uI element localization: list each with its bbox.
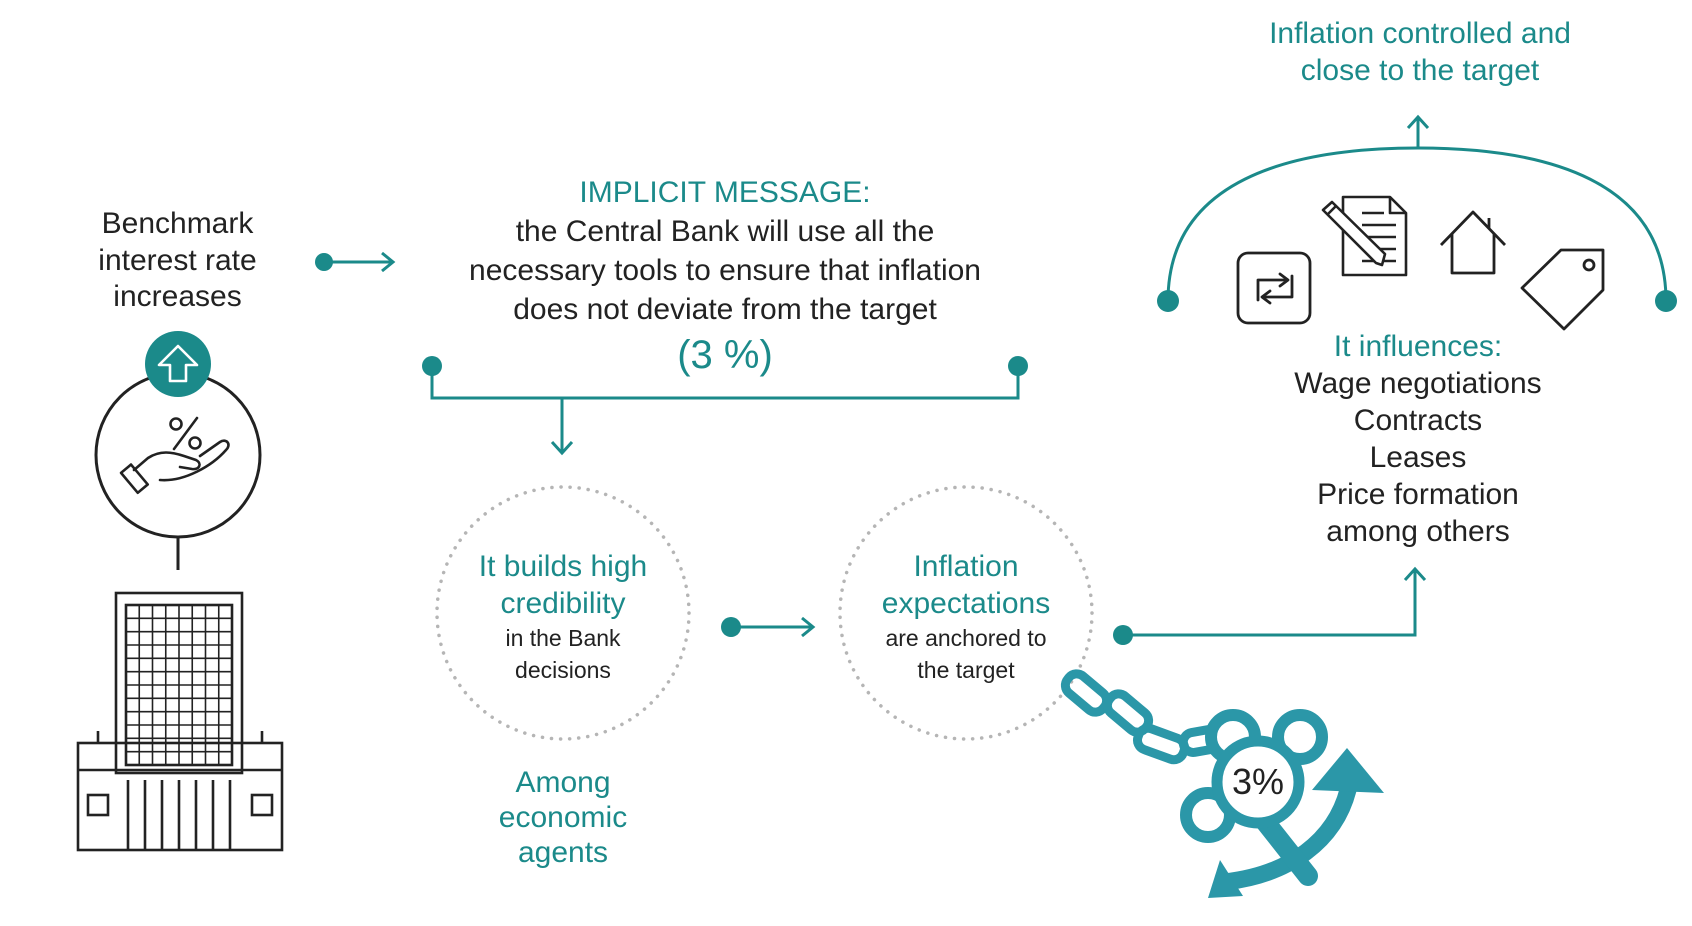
percent-hand-icon xyxy=(119,416,230,495)
implicit-message-line-3: does not deviate from the target xyxy=(513,293,937,326)
influence-item: Wage negotiations xyxy=(1294,367,1542,400)
influence-item: Contracts xyxy=(1353,404,1483,437)
agents-line-1: Among xyxy=(515,766,611,799)
arrow-up-badge xyxy=(145,331,211,397)
chain-icon xyxy=(1060,669,1236,765)
influence-item: Leases xyxy=(1369,441,1467,474)
outcome-line-1: Inflation controlled and xyxy=(1269,17,1571,50)
outcome-label: Inflation controlled and close to the ta… xyxy=(1220,15,1620,89)
influence-item: among others xyxy=(1326,515,1510,548)
bank-building-icon xyxy=(76,591,284,852)
connector-expectations-to-influences xyxy=(1113,566,1427,645)
connector-credibility-to-expectations xyxy=(721,616,816,638)
benchmark-label: Benchmark interest rate increases xyxy=(60,206,295,316)
expectations-line-2: expectations xyxy=(881,586,1051,620)
outcome-line-2: close to the target xyxy=(1300,54,1540,87)
influences-heading: It influences: xyxy=(1333,330,1503,363)
connector-benchmark-to-message xyxy=(315,251,396,273)
dotted-circle-expectations xyxy=(838,485,1094,741)
implicit-message-line-1: the Central Bank will use all the xyxy=(515,215,935,248)
interest-rate-icon-group xyxy=(94,331,262,570)
agents-line-2: economic xyxy=(498,801,628,834)
inflation-target-value: (3 %) xyxy=(677,333,773,377)
implicit-message: IMPLICIT MESSAGE: the Central Bank will … xyxy=(430,173,1020,381)
anchor-label: 3% xyxy=(1231,761,1285,802)
economic-agents-label: Among economic agents xyxy=(460,765,666,870)
expectations-line-1: Inflation xyxy=(913,550,1019,583)
refresh-icon xyxy=(1236,251,1312,325)
benchmark-line-1: Benchmark xyxy=(101,207,254,240)
credibility-line-2: credibility xyxy=(500,586,626,620)
connector-influences-arc xyxy=(1157,114,1677,312)
contract-icon xyxy=(1321,195,1408,277)
implicit-message-heading: IMPLICIT MESSAGE: xyxy=(579,176,871,209)
expectations-line-4: the target xyxy=(917,657,1015,684)
credibility-line-1: It builds high xyxy=(478,550,648,583)
expectations-line-3: are anchored to xyxy=(885,625,1047,652)
credibility-line-4: decisions xyxy=(515,657,611,684)
house-icon xyxy=(1439,210,1507,275)
influence-item: Price formation xyxy=(1317,478,1519,511)
agents-line-3: agents xyxy=(517,836,609,869)
benchmark-line-3: increases xyxy=(113,280,242,314)
anchor-icon xyxy=(1180,709,1384,898)
credibility-line-3: in the Bank xyxy=(505,625,621,652)
implicit-message-line-2: necessary tools to ensure that inflation xyxy=(469,254,981,287)
credibility-label: It builds high credibility in the Bank d… xyxy=(455,549,671,686)
price-tag-icon xyxy=(1520,248,1605,331)
influences-list: It influences: Wage negotiations Contrac… xyxy=(1240,328,1596,550)
benchmark-line-2: interest rate xyxy=(98,243,257,277)
expectations-label: Inflation expectations are anchored to t… xyxy=(856,549,1076,686)
arrow-up-icon xyxy=(157,344,199,383)
dotted-circle-credibility xyxy=(435,485,691,741)
connector-message-bracket xyxy=(422,356,1028,456)
